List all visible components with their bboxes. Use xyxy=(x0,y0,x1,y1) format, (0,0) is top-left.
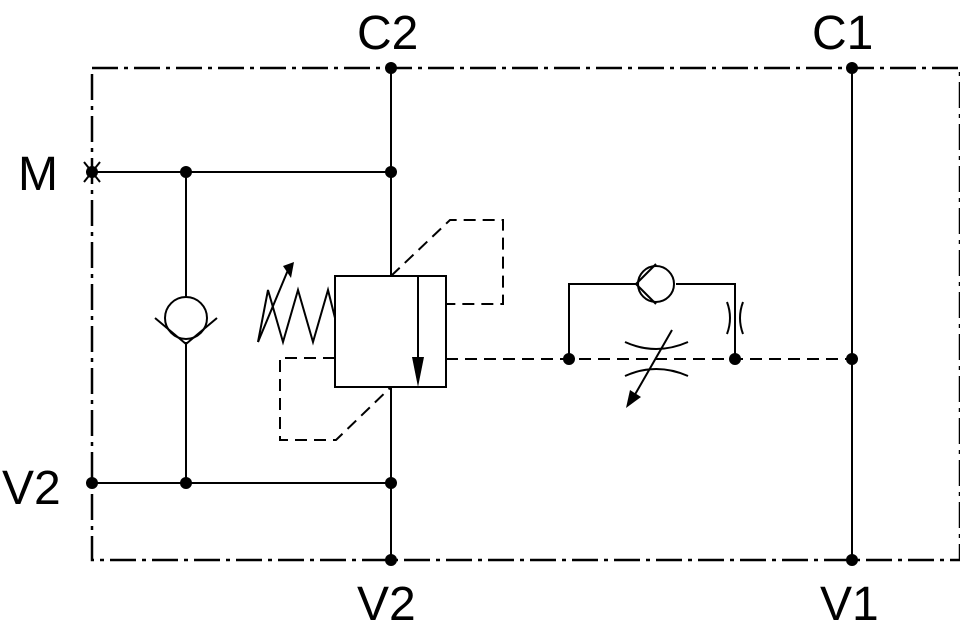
pilot-lines xyxy=(279,219,852,441)
junction-dots xyxy=(86,62,858,566)
check-valve-icon xyxy=(154,296,218,346)
valve-envelope xyxy=(90,66,960,562)
adjustable-throttle-icon xyxy=(624,329,689,408)
port-label-c1-top: C1 xyxy=(812,7,873,60)
adjustable-spring-icon xyxy=(257,262,336,346)
flow-lines xyxy=(92,68,853,560)
orifice-icon xyxy=(726,301,744,335)
port-label-v2-left: V2 xyxy=(2,462,61,515)
pressure-valve-block-icon xyxy=(334,275,447,388)
port-label-c2-top: C2 xyxy=(357,7,418,60)
pilot-check-valve-icon xyxy=(568,263,736,359)
port-label-m: M xyxy=(18,148,58,201)
port-label-v2-bottom: V2 xyxy=(357,578,416,631)
port-label-v1-bottom: V1 xyxy=(820,578,879,631)
